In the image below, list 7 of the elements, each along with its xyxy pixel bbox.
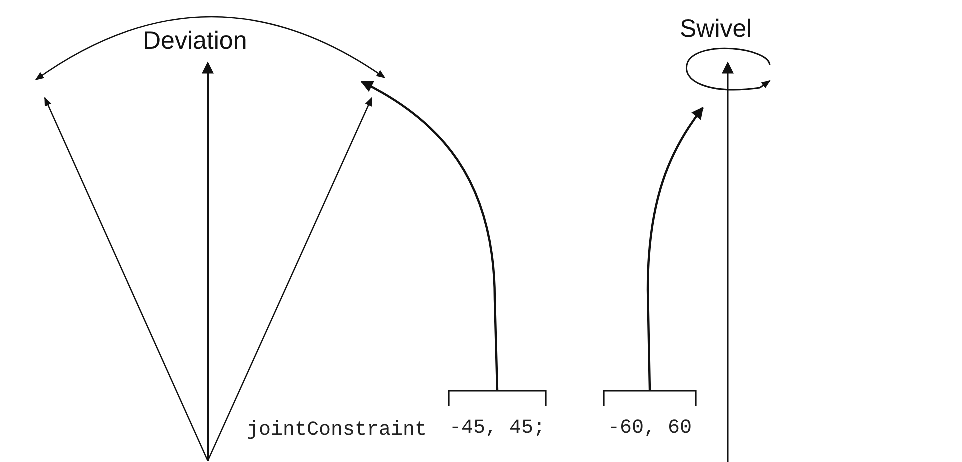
arrow xyxy=(646,107,704,390)
code-text: -60, 60 xyxy=(606,418,693,440)
arrow xyxy=(360,81,499,390)
code-text: jointConstraint xyxy=(247,421,428,441)
code-text: -45, 45; xyxy=(448,418,546,440)
label-text: Swivel xyxy=(680,17,752,42)
label-text: Deviation xyxy=(143,29,248,54)
